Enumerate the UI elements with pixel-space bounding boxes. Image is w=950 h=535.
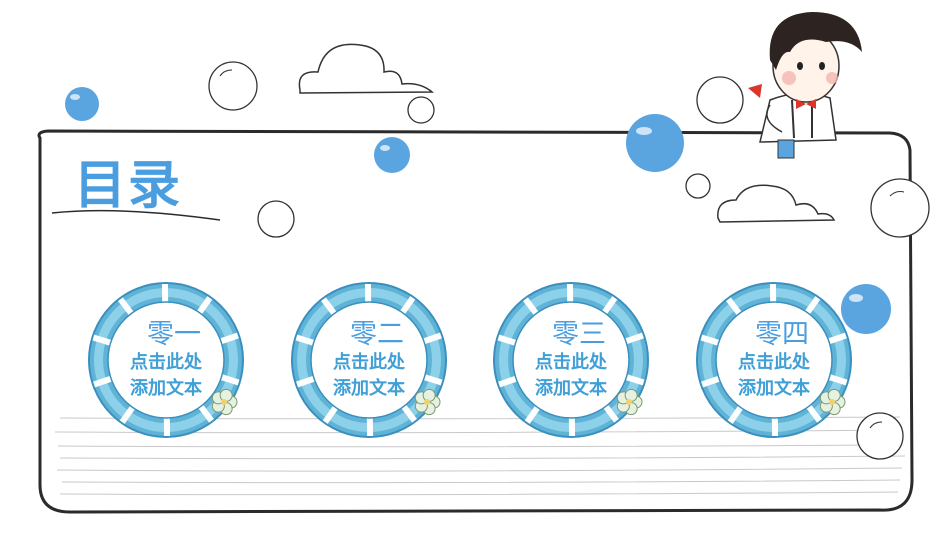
- toc-item-text: 点击此处: [535, 352, 607, 373]
- toc-ring: [291, 282, 447, 438]
- board-frame: [37, 129, 914, 514]
- toc-item-text: 添加文本: [535, 378, 607, 399]
- toc-item-4[interactable]: 零四 点击此处 添加文本: [696, 282, 852, 438]
- flower-icon: [819, 388, 846, 416]
- toc-item-text: 点击此处: [738, 352, 810, 373]
- toc-ring: [493, 282, 649, 438]
- flower-icon: [616, 388, 643, 416]
- toc-item-text: 点击此处: [333, 352, 405, 373]
- toc-ring: [696, 282, 852, 438]
- cloud-icon: [298, 43, 435, 94]
- toc-item-number: 零二: [350, 319, 404, 350]
- toc-ring: [88, 282, 244, 438]
- title-underline: [51, 209, 221, 221]
- toc-item-text: 添加文本: [738, 378, 810, 399]
- toc-item-number: 零一: [147, 319, 201, 350]
- cloud-icon: [717, 184, 836, 223]
- toc-item-text: 点击此处: [130, 352, 202, 373]
- toc-item-text: 添加文本: [333, 378, 405, 399]
- toc-item-2[interactable]: 零二 点击此处 添加文本: [291, 282, 447, 438]
- page-title: 目录: [74, 156, 183, 216]
- toc-item-number: 零三: [552, 319, 606, 350]
- toc-item-1[interactable]: 零一 点击此处 添加文本: [88, 282, 244, 438]
- character-illustration: [748, 12, 862, 159]
- flower-icon: [414, 388, 441, 416]
- flower-icon: [211, 388, 238, 416]
- toc-item-number: 零四: [755, 319, 809, 350]
- toc-item-text: 添加文本: [130, 378, 202, 399]
- toc-item-3[interactable]: 零三 点击此处 添加文本: [493, 282, 649, 438]
